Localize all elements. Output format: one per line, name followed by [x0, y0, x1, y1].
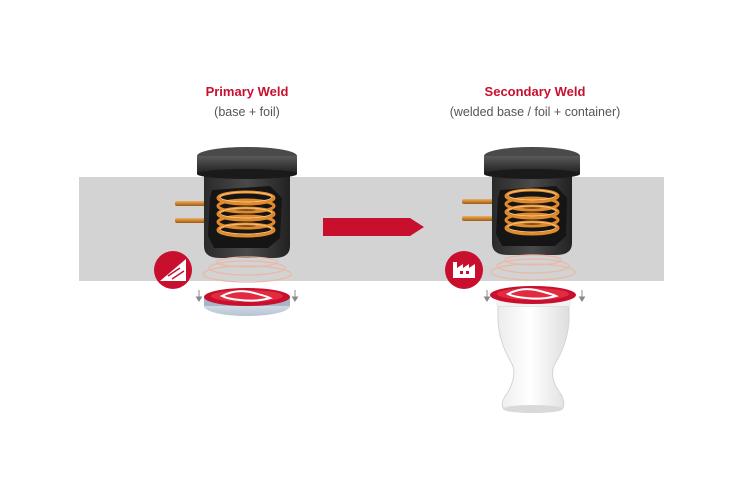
ramp-triangle-icon [154, 251, 192, 289]
primary-foil-seal [204, 288, 290, 316]
primary-pressure-arrows [195, 290, 299, 302]
head-cap-side [197, 156, 297, 174]
secondary-weld-subtitle: (welded base / foil + container) [449, 105, 621, 119]
primary-weld-subtitle: (base + foil) [214, 105, 280, 119]
head-cap-bottom [484, 169, 580, 179]
head-cap-side [484, 156, 580, 174]
secondary-pressure-arrows [483, 290, 586, 302]
right-arrow-icon [323, 218, 424, 236]
primary-induction-head [175, 147, 297, 258]
primary-weld-title: Primary Weld [205, 84, 289, 99]
secondary-weld-title: Secondary Weld [484, 84, 586, 99]
secondary-induction-field [490, 254, 576, 281]
secondary-induction-head [462, 147, 580, 255]
secondary-foil-seal [490, 286, 576, 306]
primary-induction-field [202, 256, 292, 283]
container-bottle [497, 305, 570, 413]
head-cap-bottom [197, 169, 297, 179]
factory-icon [445, 251, 483, 289]
